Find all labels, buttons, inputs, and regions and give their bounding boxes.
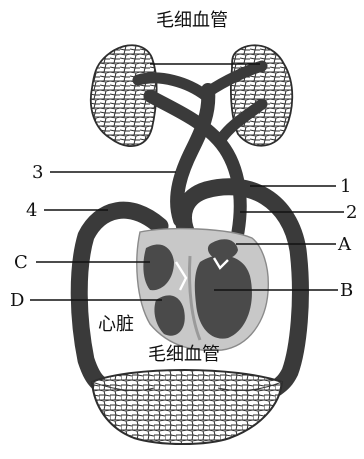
label-3: 3	[32, 162, 43, 183]
label-capillary-bottom: 毛细血管	[148, 344, 220, 365]
label-4: 4	[26, 200, 37, 221]
label-B: B	[340, 280, 353, 301]
label-heart: 心脏	[98, 314, 134, 335]
label-1: 1	[340, 176, 351, 197]
systemic-capillary-network	[92, 370, 282, 444]
label-C: C	[14, 252, 28, 273]
label-capillary-top: 毛细血管	[156, 10, 228, 31]
label-2: 2	[346, 202, 357, 223]
label-D: D	[10, 290, 24, 311]
right-lung-capillary-network	[231, 45, 292, 146]
label-A: A	[337, 234, 352, 255]
